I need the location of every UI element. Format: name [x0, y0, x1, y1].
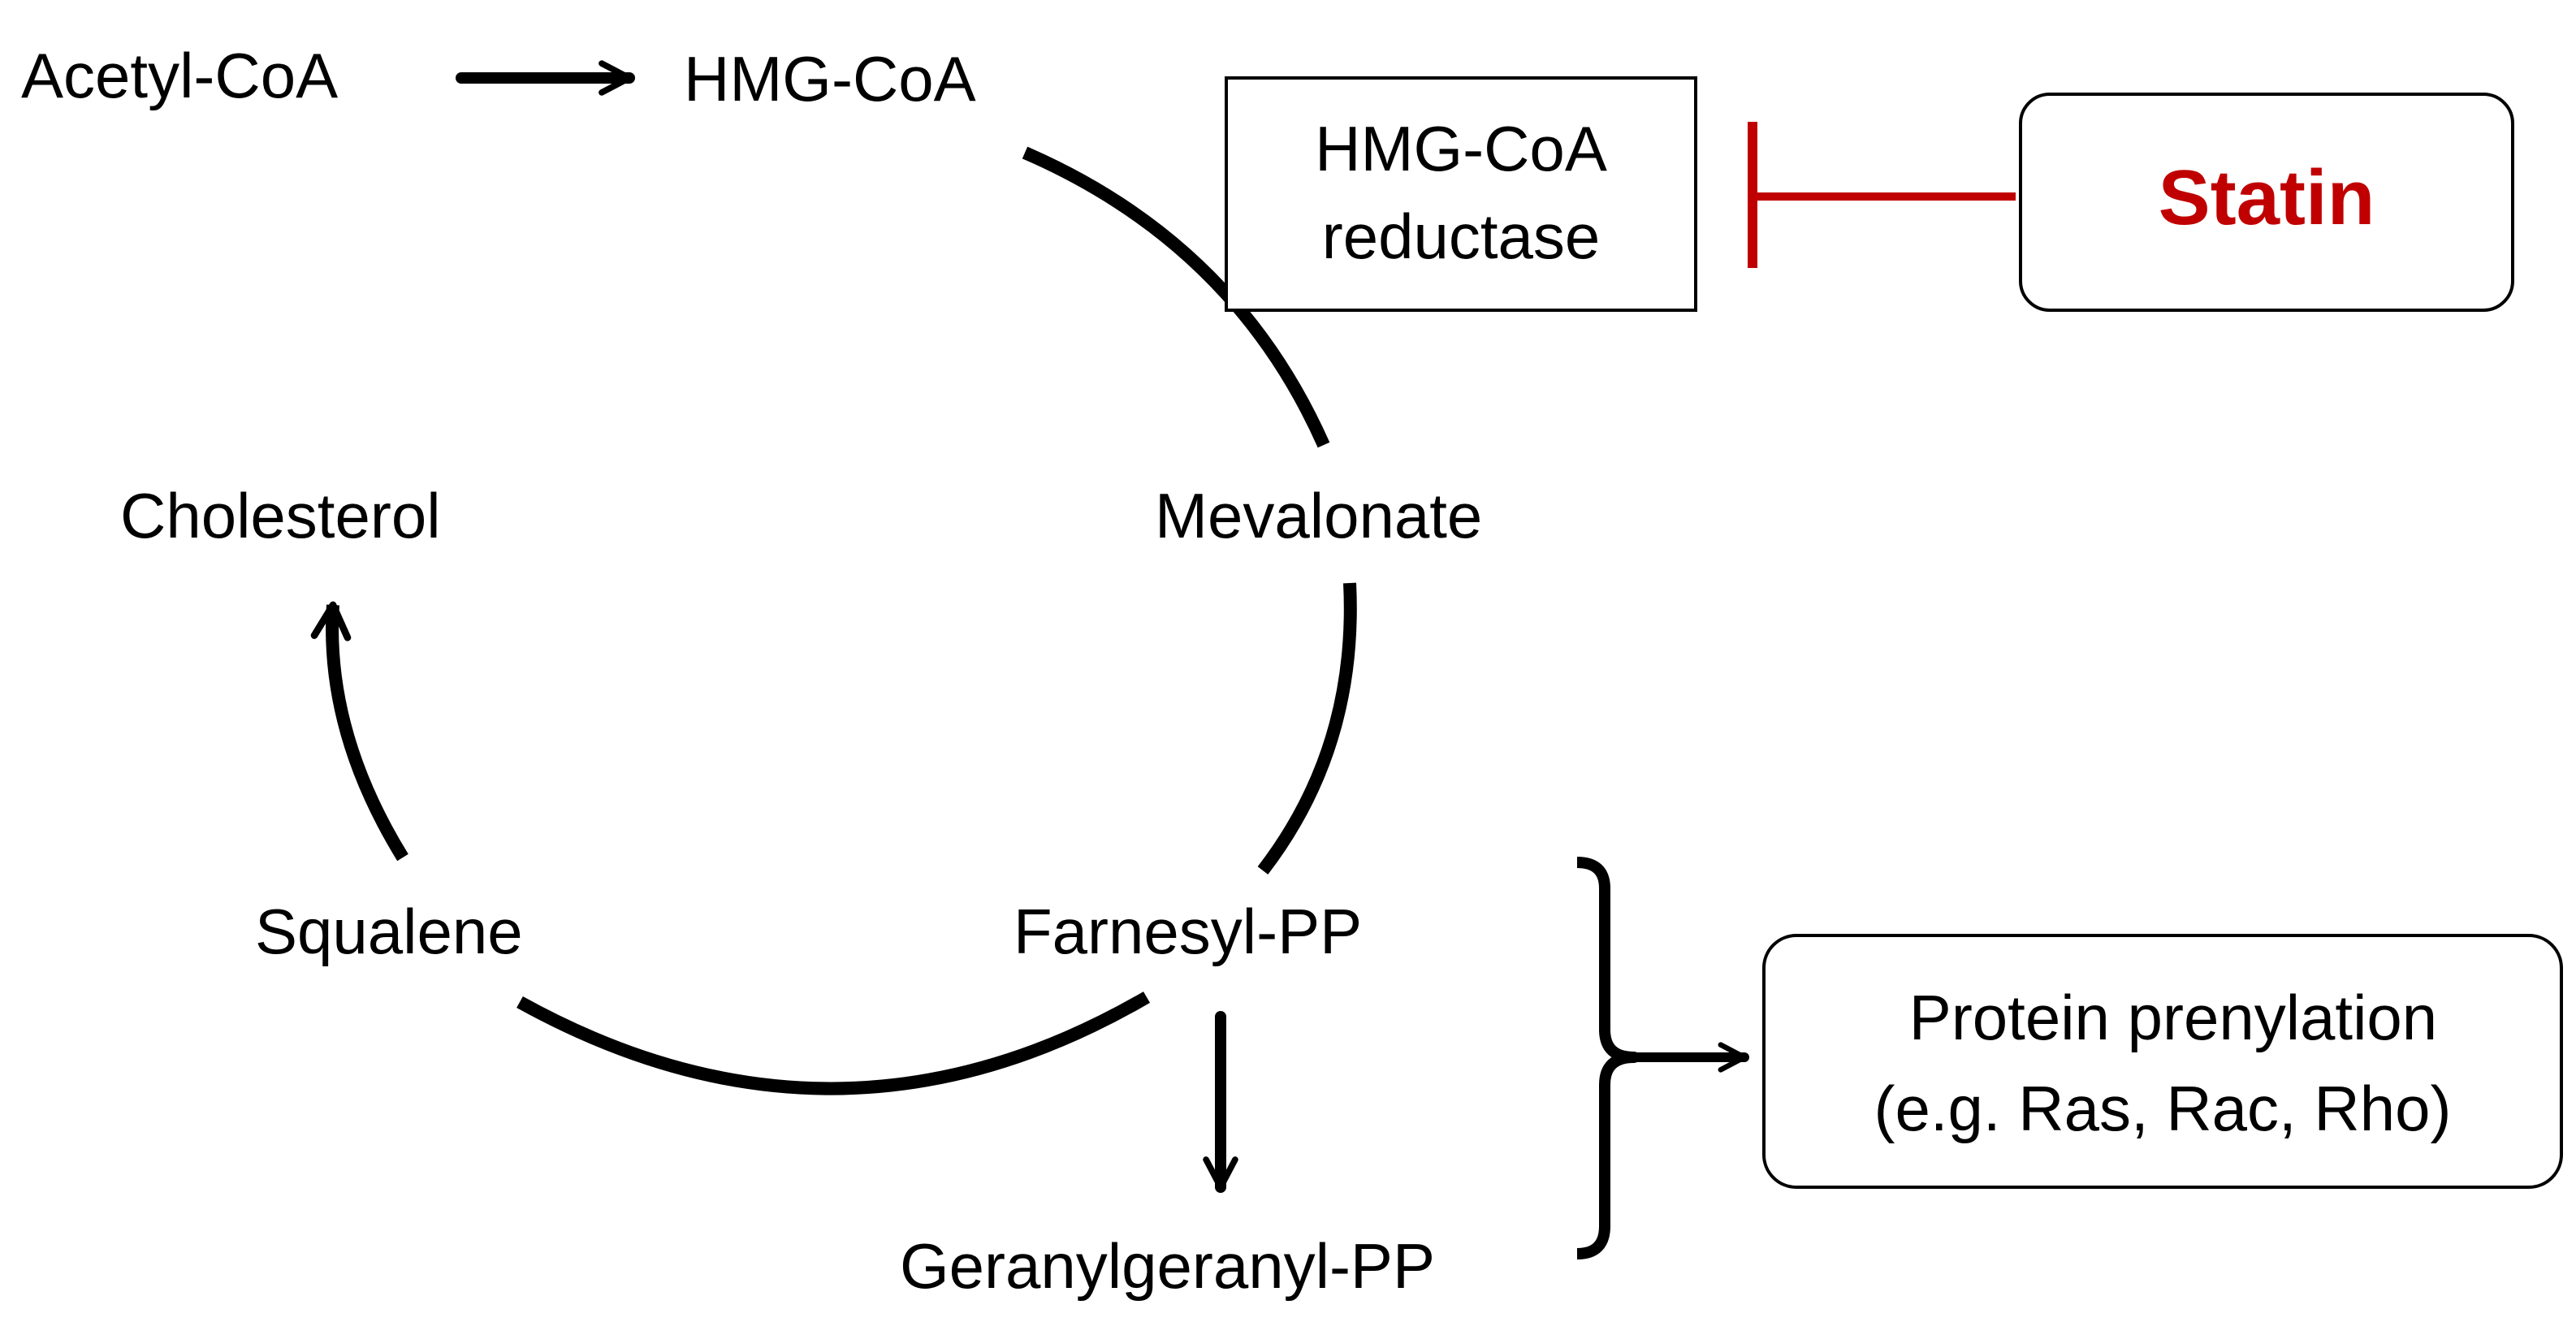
grouping-brace	[1576, 857, 1640, 1259]
prenylation-label-line2: (e.g. Ras, Rac, Rho)	[1874, 1073, 2452, 1144]
arc-farnesyl-to-squalene	[516, 992, 1151, 1095]
arc-hmg-to-mevalonate	[1022, 146, 1330, 448]
arc-squalene-to-cholesterol-arrow	[310, 601, 408, 862]
label-mevalonate: Mevalonate	[1155, 480, 1482, 551]
prenylation-label-line1: Protein prenylation	[1909, 982, 2437, 1053]
protein-prenylation-box	[1762, 934, 2563, 1189]
label-squalene: Squalene	[255, 896, 523, 967]
label-geranylgeranyl-pp: Geranylgeranyl-PP	[900, 1230, 1435, 1302]
label-hmg-coa: HMG-CoA	[684, 43, 976, 114]
enzyme-label-line1: HMG-CoA	[1315, 113, 1607, 184]
enzyme-label-line2: reductase	[1322, 201, 1601, 272]
arc-mevalonate-to-farnesyl	[1257, 582, 1357, 875]
label-cholesterol: Cholesterol	[120, 480, 441, 551]
statin-box	[2019, 93, 2514, 312]
label-acetyl-coa: Acetyl-CoA	[21, 40, 338, 111]
label-farnesyl-pp: Farnesyl-PP	[1014, 896, 1362, 967]
hmg-coa-reductase-box	[1225, 76, 1697, 312]
statin-label: Statin	[2159, 154, 2375, 241]
